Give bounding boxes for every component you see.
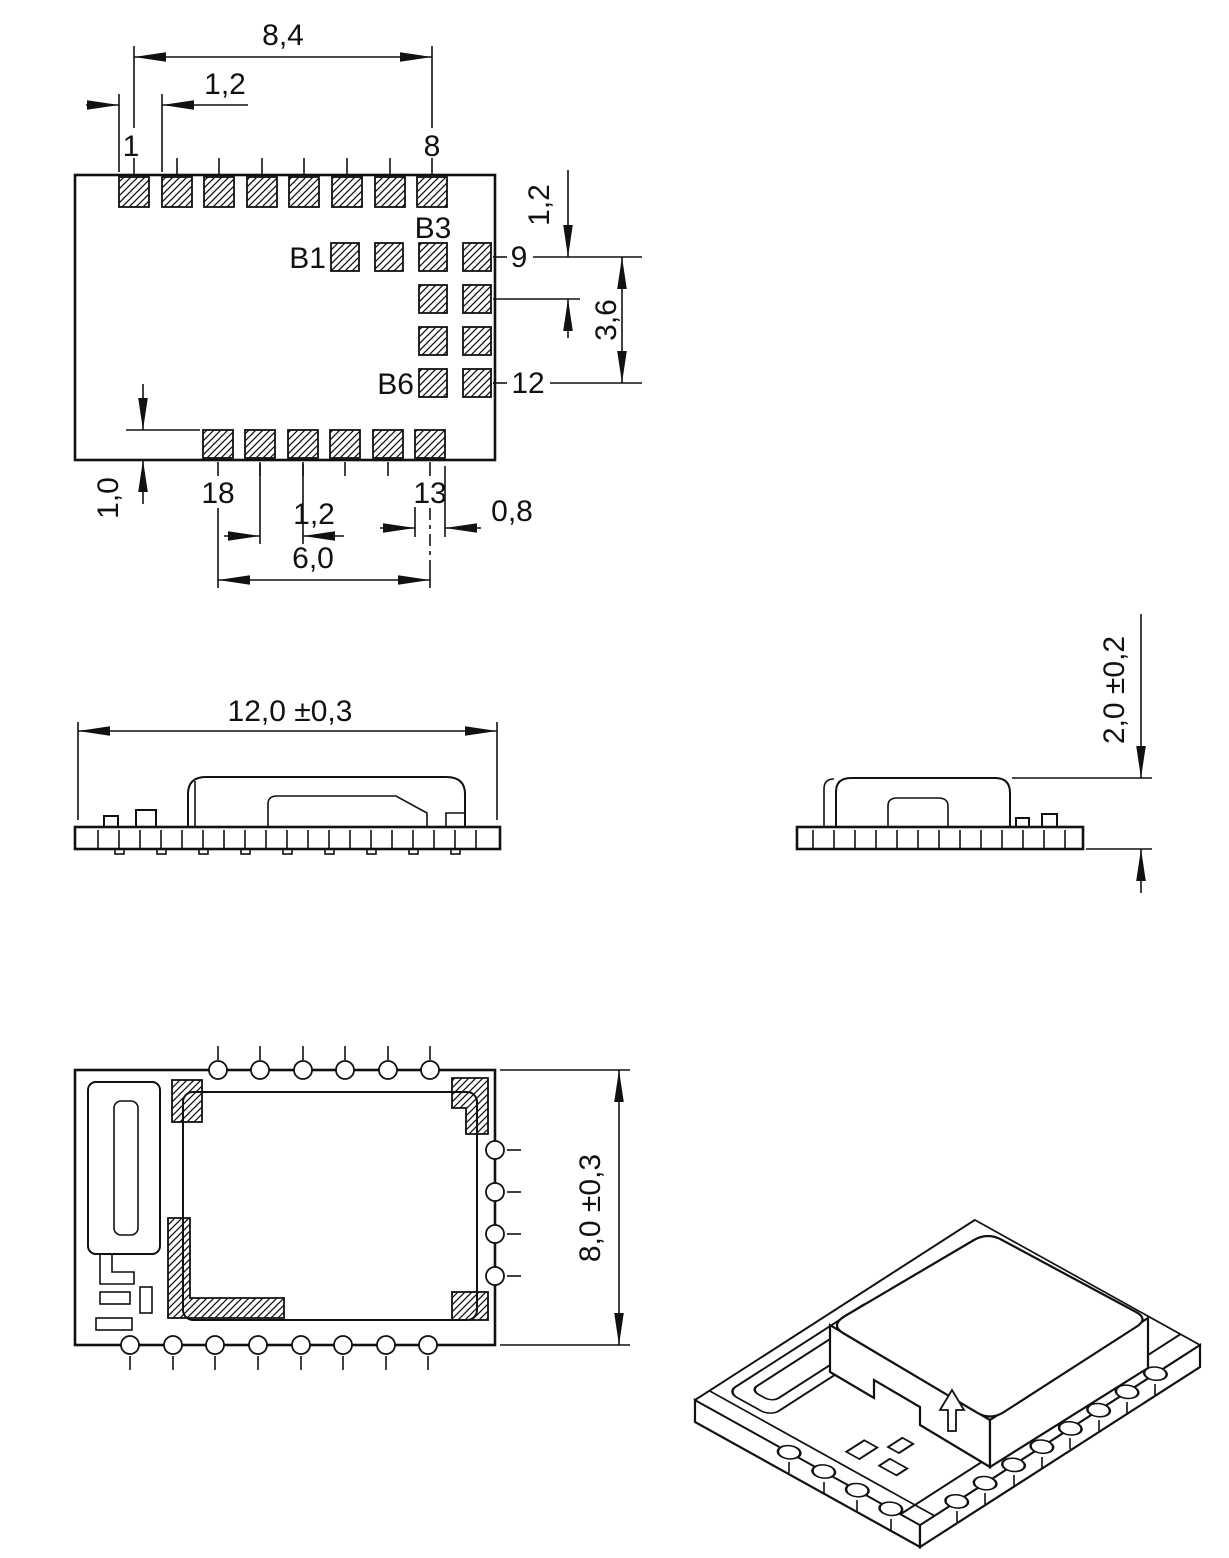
copper-top-left — [171, 1079, 203, 1123]
shield-emboss-side — [267, 795, 428, 827]
copper-bottom-right — [451, 1291, 489, 1321]
dim-pitch-bottom — [224, 464, 344, 544]
component-end-2 — [1041, 813, 1058, 828]
top-pad-centerlines — [133, 158, 433, 176]
dim-length — [77, 722, 498, 820]
dim-pitch-top-label: 1,2 — [204, 68, 246, 101]
castellation-grooves-end — [812, 830, 1066, 849]
shield-outline-bottom — [182, 1091, 478, 1321]
component-bottom-2 — [95, 1317, 133, 1331]
pcb-bottom-outline — [73, 1068, 497, 1347]
right-pad-block — [330, 242, 492, 398]
pin12-label: 12 — [511, 367, 544, 400]
dim-span-bottom-label: 6,0 — [292, 542, 334, 575]
bottom-pads-side — [114, 848, 461, 855]
component-bottom-1 — [99, 1291, 131, 1305]
pad-b6-label: B6 — [377, 368, 414, 401]
isometric-view — [693, 1218, 1202, 1550]
dim-span-top-label: 8,4 — [262, 19, 304, 52]
orientation-arrow-icon — [938, 1388, 966, 1432]
dim-length-label: 12,0 ±0,3 — [228, 695, 353, 728]
component-iso-2 — [886, 1436, 916, 1455]
dim-pitch-right-label: 1,2 — [523, 184, 556, 226]
bottom-pad-centerlines — [217, 462, 431, 476]
dim-pitch-top — [86, 94, 248, 172]
dim-pad-len — [126, 384, 200, 504]
dim-height — [1012, 614, 1152, 893]
copper-top-right — [451, 1077, 489, 1135]
component-bottom-3 — [139, 1286, 153, 1314]
shield-can-end — [835, 777, 1011, 827]
footprint-view: 8,4 1,2 1 8 B3 B1 B6 9 1,2 — [73, 19, 642, 588]
end-view: 2,0 ±0,2 — [795, 614, 1152, 893]
shield-can-side — [187, 776, 466, 827]
component-end-1 — [1015, 817, 1030, 828]
pad-b3-label: B3 — [415, 212, 452, 245]
pcb-end — [795, 825, 1085, 851]
shield-can-iso — [828, 1234, 1150, 1469]
dim-span-top — [133, 46, 433, 128]
bottom-view: 8,0 ±0,3 — [73, 1046, 630, 1370]
pad-b1-label: B1 — [289, 242, 326, 275]
castellations-top — [208, 1046, 440, 1080]
castellation-grooves-iso — [788, 1384, 1156, 1530]
dim-pad-len-label: 1,0 — [92, 477, 125, 519]
castellations-iso — [776, 1366, 1168, 1517]
dim-width-label: 8,0 ±0,3 — [574, 1154, 607, 1262]
castellation-grooves — [97, 830, 477, 849]
dim-pad-width-label: 0,8 — [491, 495, 533, 528]
component-iso-1 — [844, 1439, 880, 1461]
component-side-2 — [135, 809, 157, 828]
dim-pad-width — [380, 466, 481, 537]
shield-step-side — [445, 812, 465, 827]
pin9-label: 9 — [511, 241, 528, 274]
dim-span-bottom — [217, 508, 431, 588]
castellations-bottom — [120, 1335, 438, 1370]
castellations-right — [485, 1140, 521, 1286]
pin13-label: 13 — [413, 477, 446, 510]
component-iso-3 — [877, 1457, 909, 1477]
side-view: 12,0 ±0,3 — [73, 695, 502, 855]
can-top-face — [835, 1234, 1144, 1418]
component-side-1 — [103, 815, 119, 828]
pin8-label: 8 — [424, 130, 441, 163]
bottom-pad-row — [202, 429, 446, 476]
pin1-label: 1 — [123, 130, 140, 163]
copper-bottom-left — [167, 1217, 285, 1319]
antenna-edge-end — [823, 778, 835, 827]
module-outline — [73, 173, 497, 462]
dim-pitch-bottom-label: 1,2 — [293, 498, 335, 531]
dim-width — [500, 1069, 630, 1346]
dim-span-right-label: 3,6 — [590, 299, 623, 341]
shield-emboss-end — [887, 797, 949, 827]
top-pad-row — [118, 158, 448, 208]
antenna-trace — [87, 1081, 161, 1285]
pin18-label: 18 — [201, 477, 234, 510]
dim-height-label: 2,0 ±0,2 — [1098, 636, 1131, 744]
